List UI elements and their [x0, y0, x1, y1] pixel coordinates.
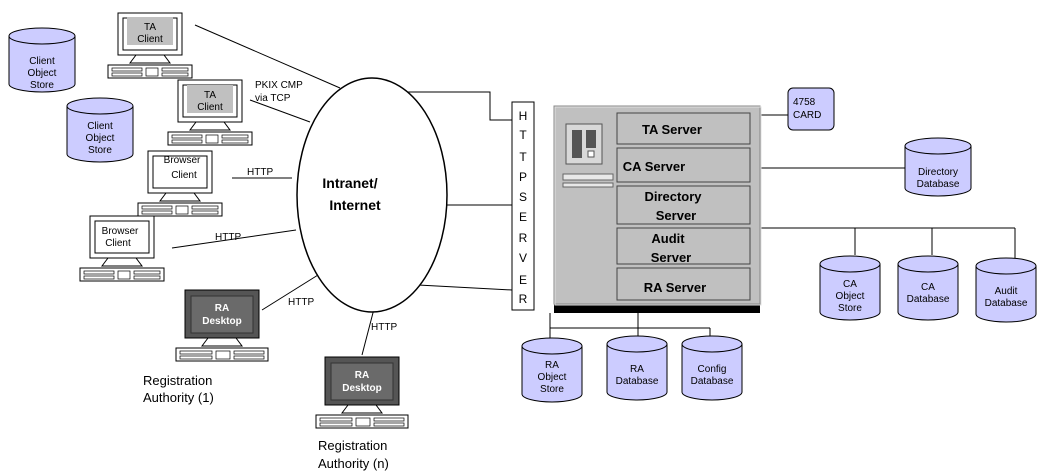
http-server-letter: E — [519, 210, 527, 224]
svg-text:Object: Object — [836, 291, 865, 302]
crypto-card: 4758 CARD — [787, 87, 835, 131]
http-label: HTTP — [371, 322, 397, 333]
ca-object-store: CA Object Store — [819, 255, 881, 321]
svg-text:Object: Object — [538, 372, 567, 383]
svg-text:Directory: Directory — [918, 167, 958, 178]
directory-database: Directory Database — [904, 137, 972, 197]
ra-1-caption: Registration — [143, 373, 212, 388]
network-cloud: Intranet/ Internet — [296, 77, 448, 313]
svg-text:Directory: Directory — [644, 189, 702, 204]
protocol-labels: PKIX CMP via TCP HTTP HTTP HTTP HTTP — [215, 80, 397, 333]
svg-text:Browser: Browser — [102, 226, 139, 237]
network-label-2: Internet — [329, 197, 381, 213]
svg-text:Server: Server — [651, 250, 691, 265]
svg-text:Database: Database — [985, 298, 1028, 309]
client-object-store-1: Client Object Store — [8, 27, 76, 93]
svg-text:Database: Database — [907, 294, 950, 305]
http-label: HTTP — [247, 167, 273, 178]
authority-captions: Registration Authority (1) Registration … — [143, 373, 389, 471]
svg-text:RA: RA — [215, 303, 229, 314]
svg-text:TA: TA — [204, 90, 216, 101]
svg-text:Database: Database — [691, 376, 734, 387]
svg-text:Config: Config — [698, 364, 727, 375]
svg-text:Store: Store — [540, 384, 564, 395]
svg-text:TA Server: TA Server — [642, 122, 702, 137]
browser-client-2: Browser Client — [79, 215, 165, 282]
pkix-label-2: via TCP — [255, 93, 291, 104]
ra-n-caption: Authority (n) — [318, 456, 389, 471]
svg-text:CA: CA — [921, 282, 935, 293]
svg-text:TA: TA — [144, 22, 156, 33]
network-label-1: Intranet/ — [322, 175, 377, 191]
svg-text:4758: 4758 — [793, 97, 816, 108]
http-label: HTTP — [215, 232, 241, 243]
http-server-letter: S — [519, 190, 527, 204]
svg-text:Store: Store — [30, 80, 54, 91]
svg-text:Audit: Audit — [651, 231, 685, 246]
svg-text:Server: Server — [656, 208, 696, 223]
connections — [171, 24, 1016, 356]
svg-text:CA: CA — [843, 279, 857, 290]
svg-text:RA: RA — [545, 360, 559, 371]
http-server-letter: R — [519, 231, 528, 245]
ra-object-store: RA Object Store — [521, 337, 583, 403]
svg-text:CARD: CARD — [793, 110, 821, 121]
http-server-letter: R — [519, 292, 528, 306]
config-database: Config Database — [681, 335, 743, 401]
svg-text:RA Server: RA Server — [644, 280, 706, 295]
svg-text:Browser: Browser — [164, 155, 201, 166]
ra-database: RA Database — [606, 335, 668, 401]
svg-text:Desktop: Desktop — [342, 383, 381, 394]
svg-text:Audit: Audit — [995, 286, 1018, 297]
svg-text:Client: Client — [87, 121, 113, 132]
server-rack: TA Server CA Server Directory Server Aud… — [553, 105, 762, 313]
http-server-letter: P — [519, 170, 527, 184]
ta-client-1: TA Client — [107, 12, 193, 79]
ra-desktop-1: RA Desktop — [175, 289, 269, 362]
http-server-letter: H — [519, 109, 528, 123]
pkix-label-1: PKIX CMP — [255, 80, 303, 91]
http-server-letter: T — [519, 150, 527, 164]
ca-database: CA Database — [897, 255, 959, 321]
svg-text:Client: Client — [137, 34, 163, 45]
svg-text:Desktop: Desktop — [202, 316, 241, 327]
svg-text:RA: RA — [355, 370, 369, 381]
module-ta-server: TA Server — [616, 112, 751, 145]
svg-text:Object: Object — [28, 68, 57, 79]
http-server-letter: E — [519, 273, 527, 287]
http-server-letter: V — [519, 251, 527, 265]
module-audit-server: Audit Server — [616, 227, 751, 265]
audit-database: Audit Database — [975, 257, 1037, 323]
svg-text:Database: Database — [917, 179, 960, 190]
client-object-store-2: Client Object Store — [66, 97, 134, 163]
svg-text:Client: Client — [171, 170, 197, 181]
http-server: H T T P S E R V E R — [511, 101, 535, 311]
ra-1-caption: Authority (1) — [143, 390, 214, 405]
svg-text:Store: Store — [838, 303, 862, 314]
svg-text:Client: Client — [29, 56, 55, 67]
http-server-letter: T — [519, 128, 527, 142]
svg-text:Client: Client — [197, 102, 223, 113]
svg-text:RA: RA — [630, 364, 644, 375]
ra-desktop-n: RA Desktop — [315, 356, 409, 429]
ra-n-caption: Registration — [318, 438, 387, 453]
svg-text:Store: Store — [88, 145, 112, 156]
browser-client-1: Browser Client — [137, 150, 223, 217]
svg-text:Client: Client — [105, 238, 131, 249]
svg-text:CA Server: CA Server — [623, 159, 685, 174]
svg-text:Database: Database — [616, 376, 659, 387]
module-directory-server: Directory Server — [616, 185, 751, 225]
ta-client-2: TA Client — [167, 79, 253, 146]
rack-panel-icon — [562, 123, 614, 188]
module-ra-server: RA Server — [616, 267, 751, 301]
module-ca-server: CA Server — [616, 147, 751, 183]
http-label: HTTP — [288, 297, 314, 308]
svg-text:Object: Object — [86, 133, 115, 144]
